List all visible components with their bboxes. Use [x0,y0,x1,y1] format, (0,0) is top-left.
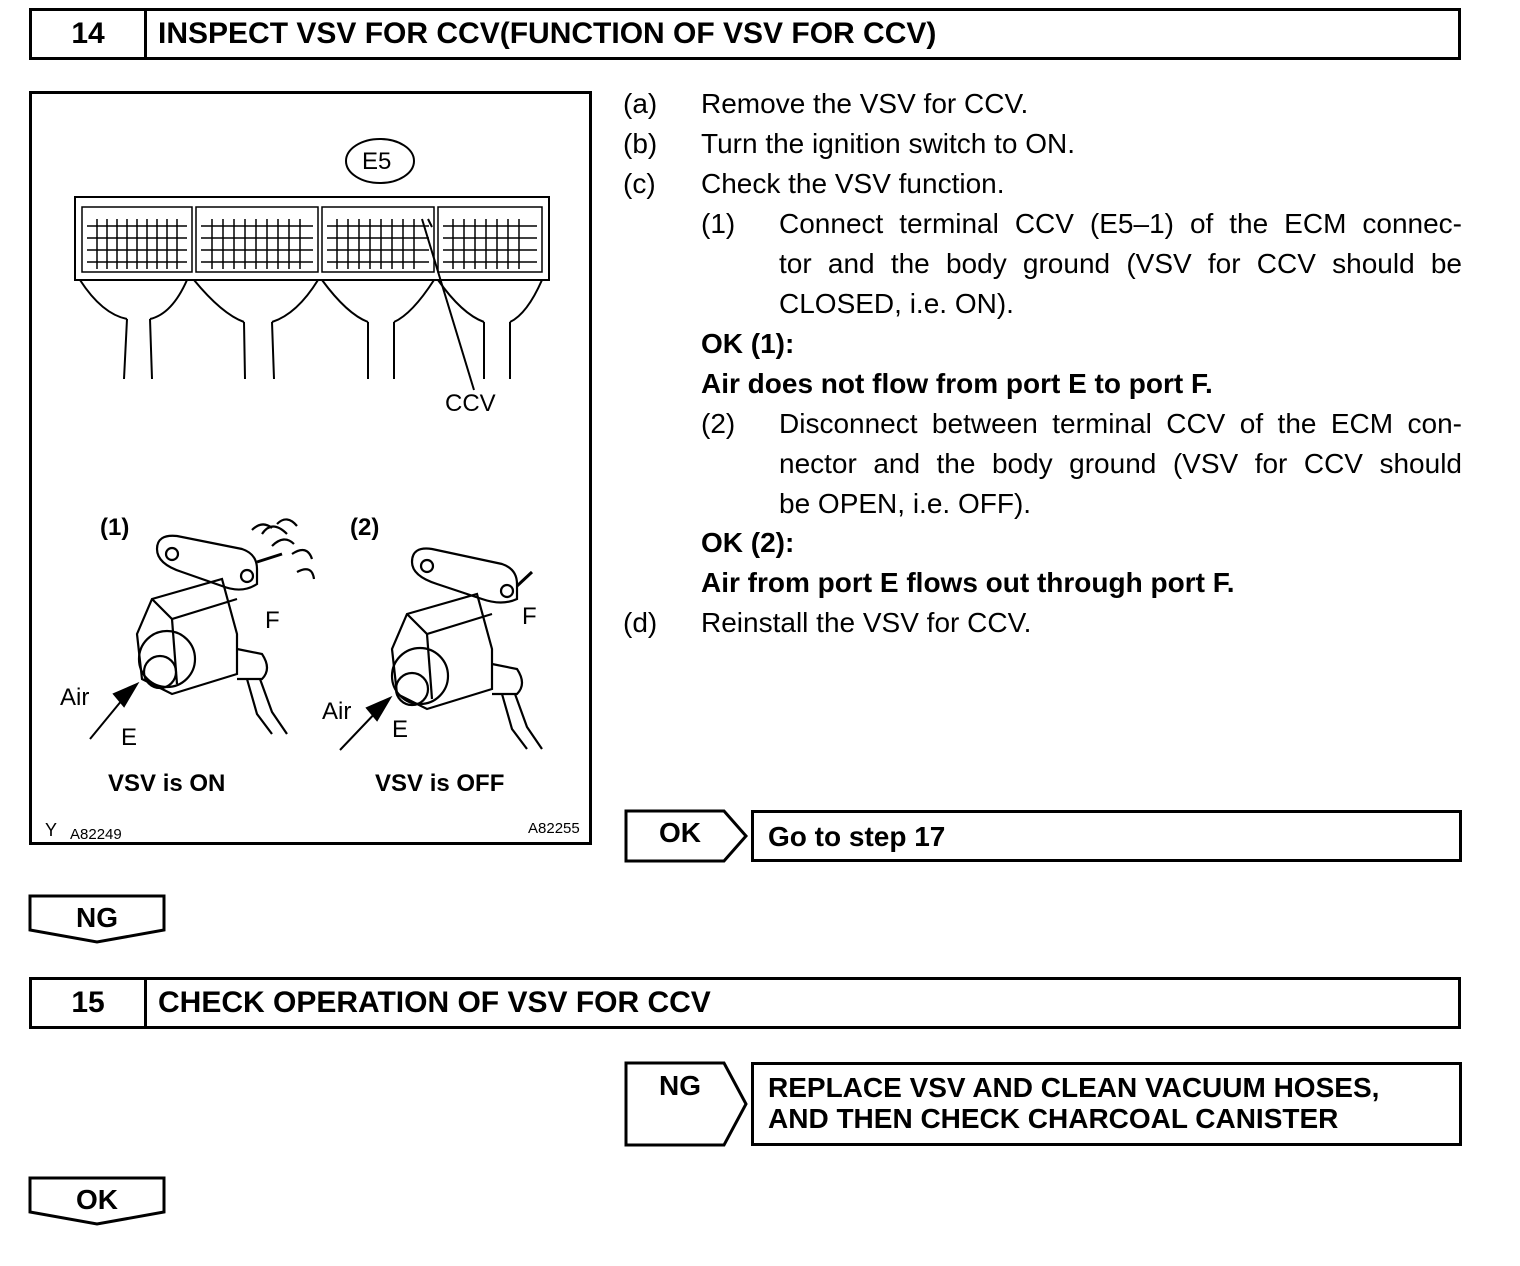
substep-2-line-2: nector and the body ground (VSV for CCV … [779,448,1462,479]
ok-result-box: Go to step 17 [751,810,1462,862]
ok-down-arrow [28,1176,166,1226]
ng-result-line-2: AND THEN CHECK CHARCOAL CANISTER [768,1103,1339,1134]
ng-down-arrow [28,894,166,944]
step-b-text: Turn the ignition switch to ON. [701,128,1076,159]
ok-1-heading: OK (1): [701,328,795,359]
ng-branch-label: NG [76,902,118,933]
terminal-label: CCV [445,390,496,417]
port-e-on: E [121,724,138,751]
ng-result-box: REPLACE VSV AND CLEAN VACUUM HOSES, AND … [751,1062,1462,1146]
port-f-off: F [522,603,537,630]
port-e-off: E [392,716,409,743]
ng-result-line-1: REPLACE VSV AND CLEAN VACUUM HOSES, [768,1072,1380,1103]
step-a-text: Remove the VSV for CCV. [701,88,1029,119]
step-b-marker: (b) [623,128,658,159]
substep-2-line-3: be OPEN, i.e. OFF). [779,488,1032,519]
ok-2-text: Air from port E flows out through port F… [701,567,1235,598]
ok-label: OK [659,817,701,848]
ok-2-heading: OK (2): [701,527,795,558]
step-title: INSPECT VSV FOR CCV(FUNCTION OF VSV FOR … [158,17,937,50]
vsv-figure: E5 CCV (1) (2) F F Air E Air E VSV is ON… [29,91,592,845]
port-f-on: F [265,607,280,634]
substep-1-line-2: tor and the body ground (VSV for CCV sho… [779,248,1462,279]
step-c-text: Check the VSV function. [701,168,1005,199]
caption-vsv-off: VSV is OFF [375,770,505,797]
panel-1-number: (1) [100,514,130,541]
caption-vsv-on: VSV is ON [108,770,226,797]
substep-2-line-1: Disconnect between terminal CCV of the E… [779,408,1462,439]
air-label-on: Air [60,684,90,711]
step-a-marker: (a) [623,88,658,119]
step-number: 15 [32,980,147,1026]
substep-1-marker: (1) [701,208,736,239]
ok-result-text: Go to step 17 [768,821,946,852]
step-c-marker: (c) [623,168,656,199]
ok-1-text: Air does not flow from port E to port F. [701,368,1213,399]
step-number: 14 [32,11,147,57]
step-15-header: 15 CHECK OPERATION OF VSV FOR CCV [29,977,1461,1029]
step-14-header: 14 INSPECT VSV FOR CCV(FUNCTION OF VSV F… [29,8,1461,60]
figure-code-y: Y [45,820,58,840]
ng-arrow-shape [624,1061,748,1147]
ng-label: NG [659,1070,701,1101]
substep-1-line-1: Connect terminal CCV (E5–1) of the ECM c… [779,208,1462,239]
ok-arrow-shape [624,809,748,863]
substep-1-line-3: CLOSED, i.e. ON). [779,288,1014,319]
substep-2-marker: (2) [701,408,736,439]
panel-2-number: (2) [350,514,380,541]
vsv-illustration [74,138,550,751]
step-title: CHECK OPERATION OF VSV FOR CCV [158,986,711,1019]
connector-label: E5 [362,148,392,175]
ok-branch-label: OK [76,1184,118,1215]
figure-code-right: A82255 [528,820,580,837]
figure-code-left: A82249 [70,826,122,843]
air-label-off: Air [322,698,352,725]
step-d-marker: (d) [623,607,658,638]
step-d-text: Reinstall the VSV for CCV. [701,607,1032,638]
